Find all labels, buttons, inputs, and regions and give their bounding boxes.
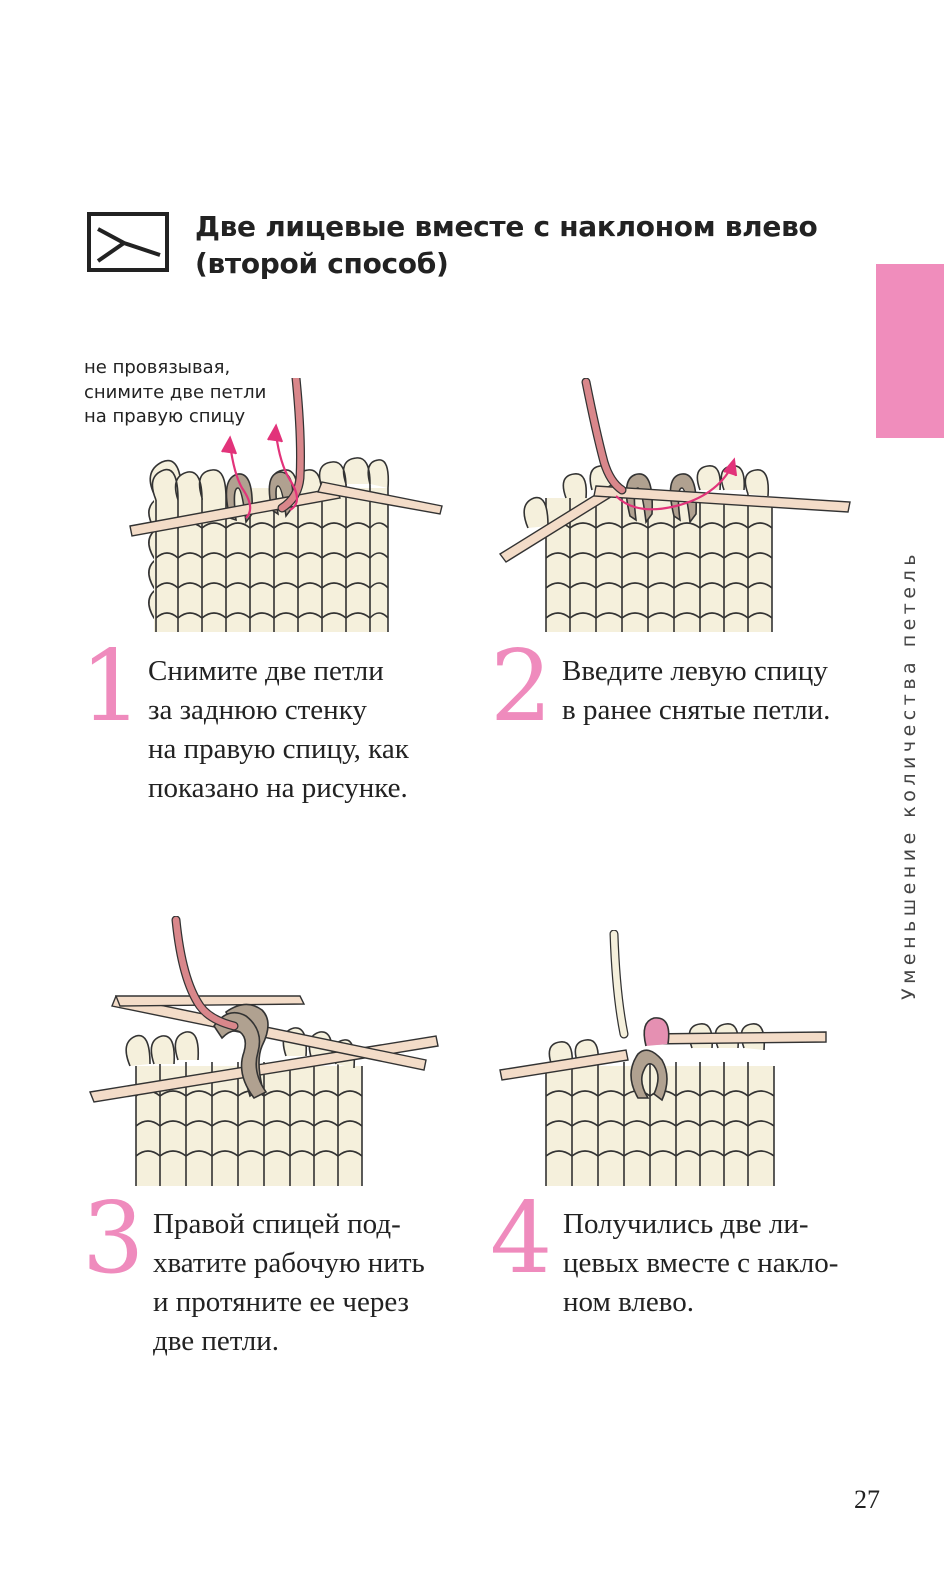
step-1-text: Снимите две петли за заднюю стенку на пр… [148,655,409,804]
step-4-number: 4 [490,1182,553,1296]
step-2-text: Введите левую спицу в ранее снятые петли… [562,655,831,726]
step-3-illustration [89,916,439,1186]
step-4-text: Получились две ли- цевых вместе с накло-… [563,1208,839,1318]
page-number: 27 [854,1485,880,1514]
knitted-fabric [148,457,390,632]
step-1-number: 1 [80,630,143,744]
chapter-label: Уменьшение количества петель [898,550,920,1000]
step-1-illustration [129,378,443,632]
step-4-illustration [499,930,827,1186]
direction-arrows [221,423,299,519]
step-2-number: 2 [490,630,553,744]
page-title: Две лицевые вместе с наклоном влево (вто… [195,210,818,280]
illustration-note: не провязывая, снимите две петли на прав… [84,357,267,427]
step-2-illustration [498,378,851,632]
chapter-tab [876,264,944,438]
knit-two-together-left-symbol-icon [87,212,169,272]
right-needle [317,481,443,515]
step-3-text: Правой спицей под- хватите рабочую нить … [153,1208,425,1357]
step-3-number: 3 [82,1182,145,1296]
